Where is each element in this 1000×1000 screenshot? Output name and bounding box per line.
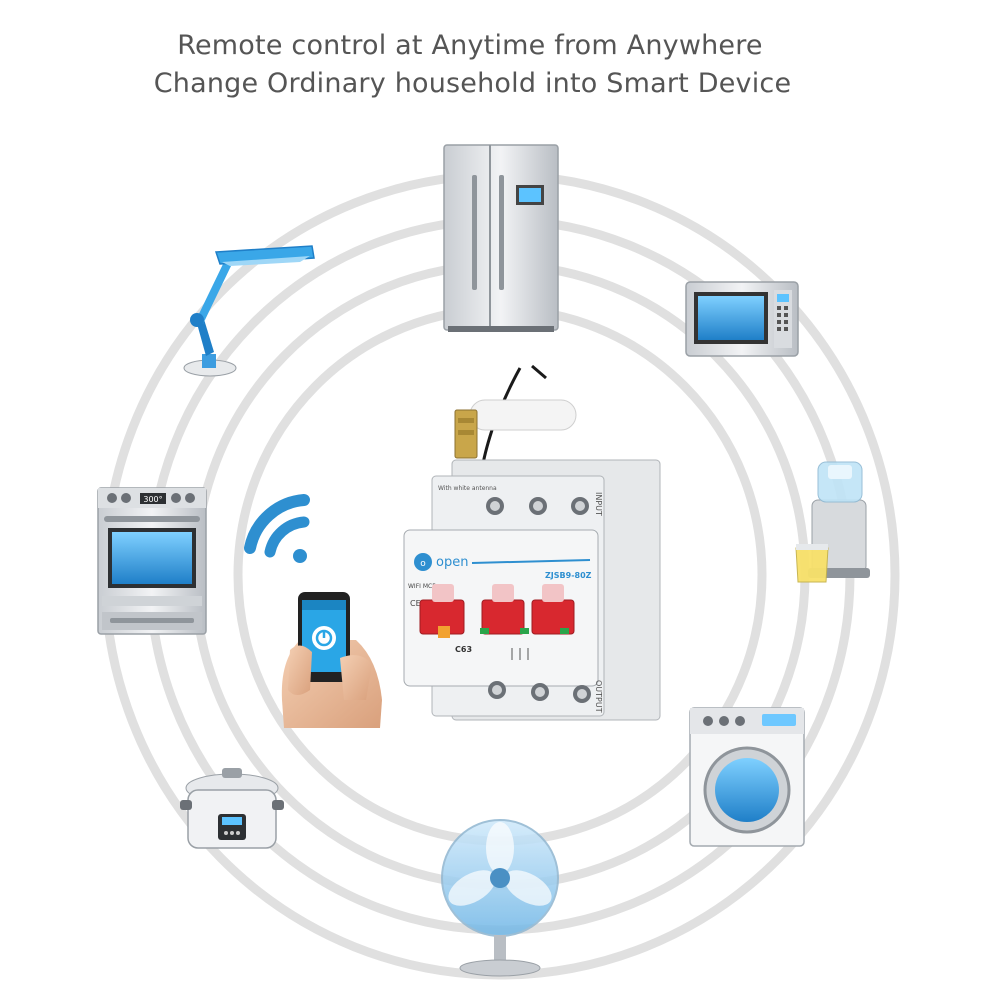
breaker-ce-mark: CE	[410, 599, 421, 608]
breaker-input-label: INPUT	[594, 492, 603, 516]
wifi-signal-icon	[244, 494, 310, 563]
breaker-antenna-note: With white antenna	[438, 485, 497, 492]
breaker-rating: C63	[455, 645, 472, 654]
smart-breaker-icon: With white antenna INPUT o open ZJSB9-80…	[403, 364, 661, 721]
breaker-model: ZJSB9-80Z	[545, 571, 592, 580]
microwave-icon	[685, 281, 799, 357]
breaker-output-label: OUTPUT	[594, 680, 603, 713]
desk-lamp-icon	[183, 245, 315, 377]
oven-icon: 300°	[97, 487, 207, 635]
breaker-brand: open	[436, 555, 468, 570]
svg-text:o: o	[420, 559, 426, 569]
fan-icon	[441, 819, 559, 977]
oven-display-text: 300°	[143, 495, 162, 504]
breaker-wifi-label: WIFI MCB	[408, 583, 436, 590]
washing-machine-icon	[689, 707, 805, 847]
headline-line-2: Change Ordinary household into Smart Dev…	[153, 68, 792, 99]
rice-cooker-icon	[180, 768, 284, 849]
fridge-icon	[443, 144, 559, 332]
headline-line-1: Remote control at Anytime from Anywhere	[177, 30, 763, 61]
juicer-icon	[795, 461, 870, 583]
smartphone-icon	[281, 592, 382, 728]
